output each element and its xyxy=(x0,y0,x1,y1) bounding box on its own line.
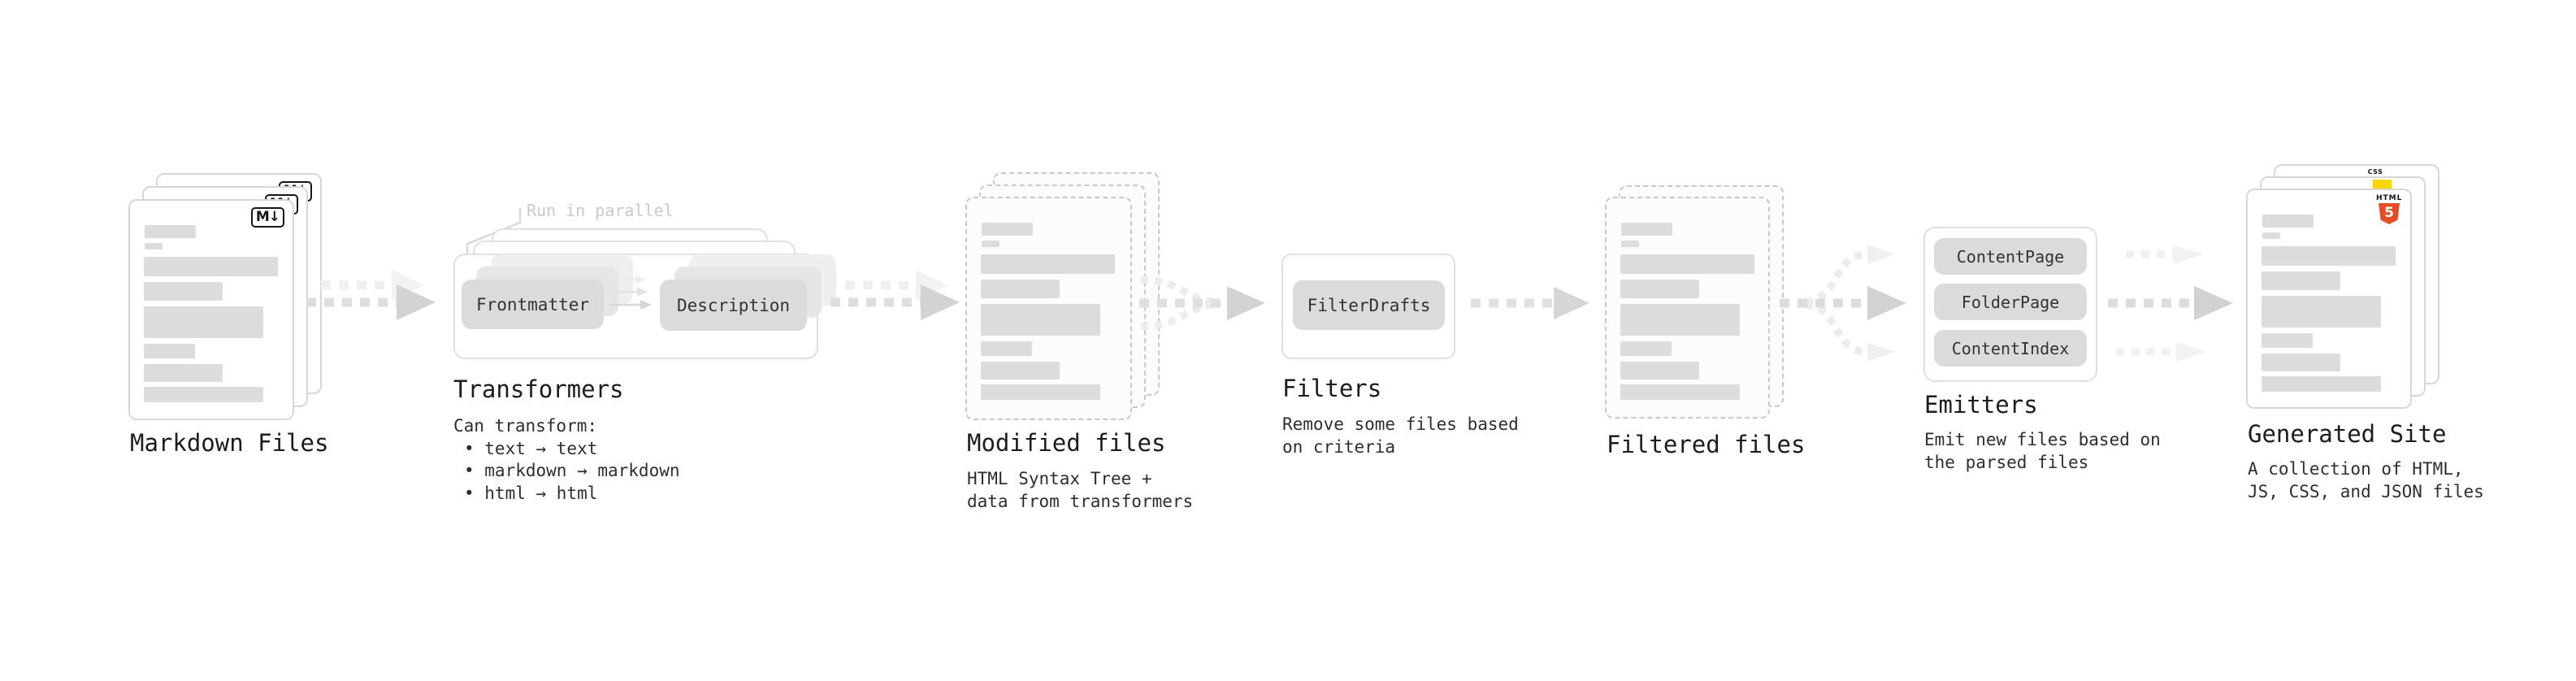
filterdrafts-pill: FilterDrafts xyxy=(1293,280,1445,330)
flow-arrow-filters-to-filtered xyxy=(1471,287,1589,319)
flow-arrow-modified-to-filters xyxy=(1139,275,1265,331)
contentpage-pill: ContentPage xyxy=(1934,238,2087,275)
flow-arrow-markdown-to-transformers xyxy=(306,270,436,320)
transformers-label: Transformers xyxy=(453,375,624,403)
flow-arrow-transformers-to-modified xyxy=(830,270,960,320)
filters-label: Filters xyxy=(1282,375,1382,402)
doc-line xyxy=(982,241,1000,247)
doc-line xyxy=(2262,215,2314,228)
modified-files-label: Modified files xyxy=(967,429,1166,457)
modified-file-card-front xyxy=(965,197,1132,420)
parallel-arrows-icon xyxy=(609,275,652,310)
doc-line xyxy=(2262,296,2381,327)
doc-line xyxy=(2262,271,2340,290)
emitters-note: Emit new files based on the parsed files xyxy=(1924,429,2161,474)
doc-line xyxy=(1620,254,1754,274)
markdown-icon: M↓ xyxy=(250,207,284,228)
doc-line xyxy=(1620,384,1740,400)
transformers-note-title: Can transform: xyxy=(453,416,598,436)
doc-line xyxy=(981,341,1032,356)
doc-line xyxy=(1620,280,1699,298)
modified-files-note-line: data from transformers xyxy=(967,491,1194,511)
doc-line xyxy=(144,257,278,276)
emitters-label: Emitters xyxy=(1924,391,2038,419)
doc-line xyxy=(1620,304,1740,336)
filters-note-line: on criteria xyxy=(1282,436,1396,457)
generated-site-note: A collection of HTML, JS, CSS, and JSON … xyxy=(2248,458,2484,503)
js-icon xyxy=(2373,180,2392,190)
emitters-note-line: Emit new files based on xyxy=(1924,430,2161,449)
emitters-note-line: the parsed files xyxy=(1924,452,2089,472)
doc-line xyxy=(1620,362,1699,380)
doc-line xyxy=(1621,223,1672,236)
frontmatter-pill: Frontmatter xyxy=(462,280,604,329)
doc-line xyxy=(2262,333,2313,348)
doc-line xyxy=(144,344,195,358)
doc-line xyxy=(981,304,1100,336)
doc-line xyxy=(981,384,1100,400)
doc-line xyxy=(144,306,263,338)
generated-site-note-line: A collection of HTML, xyxy=(2248,459,2464,479)
doc-line xyxy=(981,362,1060,380)
doc-line xyxy=(144,364,223,382)
modified-files-note: HTML Syntax Tree + data from transformer… xyxy=(967,468,1193,513)
filters-note-line: Remove some files based xyxy=(1282,414,1519,434)
transformers-bullet: • markdown → markdown xyxy=(464,461,680,480)
doc-line xyxy=(145,243,163,249)
html5-icon: HTML 5 xyxy=(2376,194,2402,224)
doc-line xyxy=(1621,241,1639,247)
flow-arrow-filtered-to-emitters xyxy=(1780,245,1906,362)
doc-line xyxy=(982,223,1033,236)
doc-line xyxy=(1620,341,1672,356)
doc-line xyxy=(981,254,1115,274)
transformers-note: Can transform: • text → text • markdown … xyxy=(453,415,680,505)
doc-line xyxy=(2262,376,2381,392)
transformers-bullet: • html → html xyxy=(464,483,598,503)
markdown-file-card-front: M↓ xyxy=(128,199,294,420)
modified-files-note-line: HTML Syntax Tree + xyxy=(967,469,1152,488)
doc-line xyxy=(2262,232,2280,239)
doc-line xyxy=(145,225,196,238)
generated-site-note-line: JS, CSS, and JSON files xyxy=(2248,481,2484,501)
doc-line xyxy=(981,280,1060,298)
filters-note: Remove some files based on criteria xyxy=(1282,414,1519,458)
site-file-card-html: HTML 5 xyxy=(2246,189,2412,409)
run-in-parallel-annotation: Run in parallel xyxy=(527,201,674,220)
doc-line xyxy=(144,282,223,301)
folderpage-pill: FolderPage xyxy=(1934,284,2087,320)
doc-line xyxy=(144,387,263,402)
description-pill: Description xyxy=(660,280,807,331)
markdown-files-label: Markdown Files xyxy=(130,429,329,457)
filtered-files-label: Filtered files xyxy=(1607,431,1806,458)
doc-line xyxy=(2262,354,2340,371)
filtered-file-card-front xyxy=(1605,197,1770,419)
generated-site-label: Generated Site xyxy=(2248,420,2447,448)
transformers-bullet: • text → text xyxy=(464,438,598,458)
doc-line xyxy=(2262,246,2396,266)
contentindex-pill: ContentIndex xyxy=(1934,330,2087,367)
flow-arrows-emitters-to-site xyxy=(2108,245,2233,362)
